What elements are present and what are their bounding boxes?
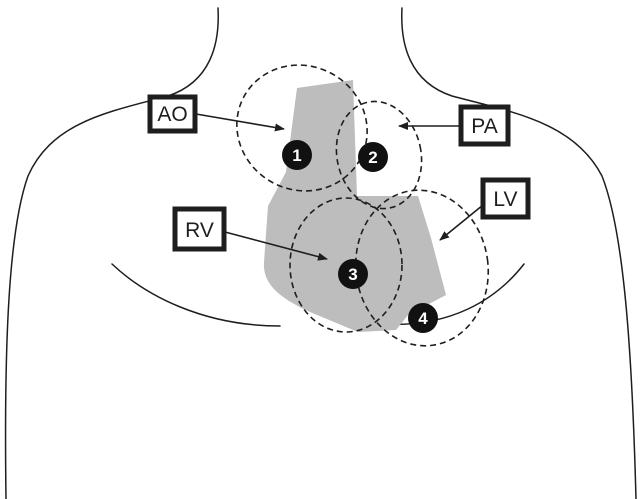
label-lv-box <box>480 177 531 220</box>
label-lv: LV <box>480 177 531 220</box>
pointer-arrows <box>195 113 484 261</box>
marker-2: 2 <box>358 142 388 172</box>
marker-1-dot <box>282 140 312 170</box>
label-rv-box <box>172 206 227 252</box>
label-ao-box <box>147 94 198 134</box>
lv-arrow <box>439 204 484 241</box>
label-rv: RV <box>172 206 227 252</box>
tricuspid-area <box>289 197 403 333</box>
marker-1-text: 1 <box>292 146 301 165</box>
right-pectoral-line <box>381 263 525 326</box>
marker-4: 4 <box>408 303 438 333</box>
marker-2-dot <box>358 142 388 172</box>
marker-3: 3 <box>338 259 368 289</box>
torso-outline <box>4 7 637 499</box>
mitral-area <box>354 189 490 347</box>
left-pectoral-line <box>111 263 281 327</box>
label-rv-text: RV <box>185 219 214 242</box>
marker-3-text: 3 <box>348 265 357 284</box>
marker-4-text: 4 <box>418 309 428 328</box>
heart-silhouette <box>263 80 446 332</box>
label-lv-text: LV <box>493 188 517 211</box>
label-pa: PA <box>458 104 511 147</box>
right-neck-shoulder-line <box>401 7 637 499</box>
label-ao-text: AO <box>157 103 187 126</box>
label-pa-box <box>458 104 511 147</box>
marker-2-text: 2 <box>368 148 377 167</box>
marker-1: 1 <box>282 140 312 170</box>
label-ao: AO <box>147 94 198 134</box>
marker-4-dot <box>408 303 438 333</box>
ao-arrow <box>195 113 285 132</box>
marker-3-dot <box>338 259 368 289</box>
left-neck-shoulder-line <box>4 7 219 499</box>
label-pa-text: PA <box>471 115 497 138</box>
rv-arrow <box>224 231 328 261</box>
pulmonic-area <box>335 100 423 210</box>
